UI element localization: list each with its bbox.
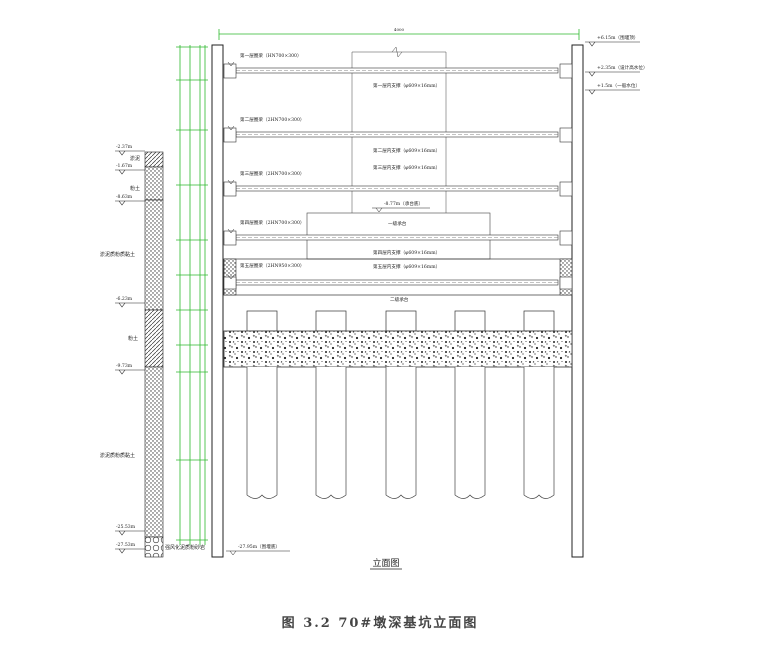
strut-layer-1 — [223, 63, 573, 79]
soil-layer-label: 强风化泥质粉砂岩 — [165, 544, 205, 551]
soil-layer-label: 淤泥质粉质黏土 — [100, 251, 135, 258]
right-elevation-text: +6.15m（围堰顶） — [597, 34, 638, 41]
strut-label: 第二层内支撑（φ609×16mm） — [373, 147, 440, 154]
pile-bottom-label: -27.95m（围堰底） — [238, 543, 280, 550]
left-elevation-markers — [115, 150, 145, 554]
beam-level-marks — [227, 61, 235, 280]
cap-bottom-label: -8.77m（承台底） — [384, 200, 423, 207]
beam-label: 第四层圈梁（2HN700×300） — [240, 219, 305, 226]
strut-label: 第一层内支撑（φ609×16mm） — [373, 82, 440, 89]
top-dimension-text: 4000 — [394, 27, 405, 32]
left-sheet-pile — [211, 44, 224, 558]
soil-layer-label: 淤泥质粉质黏土 — [100, 452, 135, 459]
strut-layer-2 — [223, 127, 573, 143]
strut-layer-3 — [223, 181, 573, 197]
left-elevation-text: -1.67m — [116, 163, 133, 169]
left-elevation-text: -2.37m — [116, 144, 133, 150]
strut-label: 第四层内支撑（φ609×16mm） — [373, 249, 440, 256]
soil-column — [144, 151, 164, 558]
cap1-label: 一级承台 — [388, 220, 407, 227]
strut-label: 第三层内支撑（φ609×16mm） — [373, 164, 440, 171]
right-elevation-text: +2.35m（设计高水位） — [597, 64, 648, 71]
view-title: 立面图 — [372, 557, 399, 569]
beam-label: 第五层圈梁（2HN950×300） — [240, 262, 305, 269]
soil-layer-label: 粉土 — [128, 335, 138, 342]
left-dimension-chain — [176, 45, 208, 545]
left-elevation-text: -8.63m — [116, 194, 133, 200]
right-sheet-pile — [571, 44, 584, 558]
left-elevation-text: -9.73m — [116, 363, 133, 369]
figure-caption: 图 3.2 70#墩深基坑立面图 — [281, 616, 479, 631]
break-mark — [391, 46, 403, 58]
beam-label: 第三层圈梁（2HN700×300） — [240, 170, 305, 177]
strut-layer-5 — [223, 276, 573, 290]
top-dimension: 4000 — [218, 27, 580, 40]
beam-label: 第二层圈梁（2HN700×300） — [240, 116, 305, 123]
soil-layer-label: 粉土 — [130, 185, 140, 192]
beam-label: 第一层圈梁（HN700×300） — [240, 52, 302, 59]
strut-layer-4 — [223, 230, 573, 246]
soil-layer-label: 淤泥 — [130, 155, 140, 162]
left-elevation-text: -25.53m — [116, 524, 136, 530]
elevation-drawing: 4000 淤泥 粉土 淤泥质粉质黏土 粉土 淤泥质粉质黏土 强风化泥质粉砂岩 — [100, 27, 648, 570]
right-elevation-text: +1.5m（一般水位） — [597, 82, 640, 89]
piles — [246, 367, 555, 499]
cap2-label: 二级承台 — [390, 296, 409, 303]
strut-label: 第五层内支撑（φ609×16mm） — [373, 263, 440, 270]
pile-heads — [246, 310, 555, 332]
concrete-seal-layer — [223, 330, 573, 368]
right-elevation-markers — [585, 41, 640, 95]
left-elevation-text: -27.53m — [116, 542, 136, 548]
left-elevation-text: -6.23m — [116, 296, 133, 302]
